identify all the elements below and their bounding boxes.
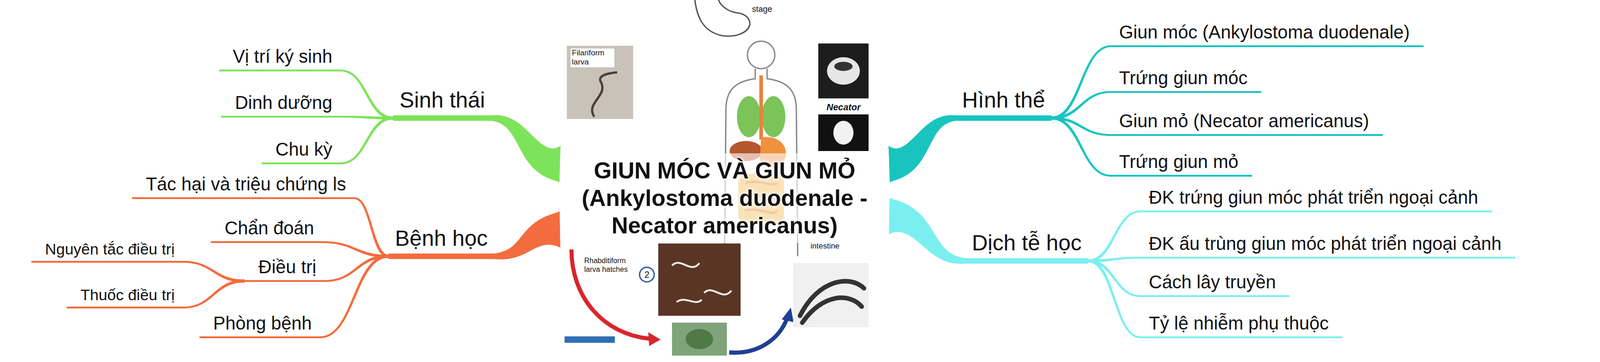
step-circle bbox=[639, 266, 655, 282]
sub-branch bbox=[1088, 259, 1343, 339]
main-branch bbox=[888, 197, 1088, 264]
figure-label: Filariform larva bbox=[570, 48, 615, 68]
topic-text: Tác hại và triệu chứng ls bbox=[145, 172, 347, 195]
topic-text: Chu kỳ bbox=[275, 138, 333, 160]
larva-photo bbox=[566, 45, 634, 119]
cycle-arrowhead-blue bbox=[781, 307, 794, 322]
sub-branch bbox=[1088, 256, 1516, 263]
branch-topic: Bệnh học bbox=[388, 224, 495, 256]
sub-branch bbox=[244, 254, 389, 283]
main-branch bbox=[388, 211, 561, 260]
subtopic: ĐK ấu trùng giun móc phát triển ngoại cả… bbox=[1140, 231, 1516, 258]
subtopic: Thuốc điều trị bbox=[66, 284, 183, 308]
cycle-arrow-blue bbox=[729, 317, 788, 352]
subtopic: Cách lây truyền bbox=[1140, 269, 1290, 296]
sub-branch bbox=[66, 279, 245, 309]
figure-label: stage bbox=[752, 4, 773, 15]
topic-text: Vị trí ký sinh bbox=[232, 45, 333, 68]
lung bbox=[736, 96, 761, 138]
topic-text: Dinh dưỡng bbox=[234, 91, 333, 114]
topic-text: Sinh thái bbox=[399, 86, 486, 114]
topic-text: Thuốc điều trị bbox=[80, 285, 175, 304]
branch-topic: Dịch tễ học bbox=[965, 229, 1088, 261]
figure-label: intestine bbox=[809, 241, 841, 251]
figure-label: Rhabditiform larva hatches bbox=[584, 256, 637, 274]
topic-text: Phòng bệnh bbox=[213, 311, 312, 334]
worm-photo bbox=[793, 262, 869, 327]
topic-text: Trứng giun móc bbox=[1119, 66, 1248, 89]
subtopic: ĐK trứng giun móc phát triển ngoại cảnh bbox=[1140, 185, 1493, 212]
topic-text: Trứng giun mỏ bbox=[1119, 150, 1239, 173]
scale-bar bbox=[564, 336, 615, 343]
subtopic: Phòng bệnh bbox=[199, 310, 320, 337]
adult-worms bbox=[800, 280, 864, 323]
larva-worm bbox=[592, 72, 618, 117]
figure-label: Necator bbox=[826, 101, 861, 113]
necator-mouth bbox=[833, 120, 854, 145]
branch-topic: Hình thể bbox=[955, 86, 1052, 118]
topic-text: Điều trị bbox=[258, 255, 317, 278]
subtopic: Trứng giun mỏ bbox=[1110, 149, 1253, 176]
subtopic: Tác hại và triệu chứng ls bbox=[132, 171, 355, 198]
topic-text: Bệnh học bbox=[394, 224, 488, 252]
central-topic: GIUN MÓC VÀ GIUN MỎ (Ankylostoma duodena… bbox=[560, 153, 890, 243]
main-branch bbox=[888, 115, 1052, 183]
foot-outline bbox=[694, 0, 750, 37]
mouth-capsule bbox=[826, 57, 860, 85]
subtopic: Dinh dưỡng bbox=[221, 90, 341, 117]
sub-branch bbox=[31, 260, 246, 283]
topic-text: Giun móc (Ankylostoma duodenale) bbox=[1119, 21, 1410, 43]
sub-branch bbox=[210, 240, 389, 258]
cycle-arrowhead-red bbox=[648, 331, 661, 346]
topic-text: Hình thể bbox=[962, 86, 1046, 114]
subtopic: Tỷ lệ nhiễm phụ thuộc bbox=[1140, 310, 1343, 337]
sub-branch bbox=[218, 69, 394, 120]
topic-text: ĐK trứng giun móc phát triển ngoại cảnh bbox=[1148, 186, 1479, 208]
sub-branch bbox=[261, 116, 394, 165]
egg-hatch-photo bbox=[658, 243, 741, 316]
topic-text: Tỷ lệ nhiễm phụ thuộc bbox=[1148, 311, 1329, 334]
egg-photo bbox=[672, 322, 727, 356]
sub-branch bbox=[221, 115, 394, 120]
subtopic: Giun mỏ (Necator americanus) bbox=[1110, 108, 1383, 135]
figure-label: 2 bbox=[639, 268, 655, 280]
topic-text: Chẩn đoán bbox=[224, 216, 315, 239]
subtopic: Điều trị bbox=[244, 254, 325, 281]
topic-text: ĐK ấu trùng giun móc phát triển ngoại cả… bbox=[1148, 232, 1502, 255]
branch-topic: Sinh thái bbox=[393, 86, 492, 118]
necator-photo bbox=[818, 114, 869, 151]
mouth-photo bbox=[818, 43, 869, 99]
sub-branch bbox=[1051, 45, 1424, 120]
esophagus bbox=[759, 75, 763, 140]
subtopic: Vị trí ký sinh bbox=[218, 44, 341, 71]
topic-text: GIUN MÓC VÀ GIUN MỎ (Ankylostoma duodena… bbox=[564, 156, 885, 240]
lung bbox=[761, 96, 786, 138]
larvae bbox=[672, 262, 732, 302]
sub-branch bbox=[199, 254, 389, 339]
subtopic: Chẩn đoán bbox=[210, 215, 323, 242]
subtopic: Chu kỳ bbox=[261, 137, 342, 164]
main-branch bbox=[393, 115, 561, 183]
subtopic: Giun móc (Ankylostoma duodenale) bbox=[1110, 20, 1424, 47]
body-head bbox=[747, 41, 775, 69]
topic-text: Dịch tễ học bbox=[971, 229, 1082, 256]
egg bbox=[685, 328, 714, 349]
topic-text: Cách lây truyền bbox=[1148, 270, 1276, 293]
topic-text: Nguyên tắc điều trị bbox=[45, 239, 176, 259]
sub-branch bbox=[1088, 259, 1290, 298]
cycle-arrow-red bbox=[571, 249, 650, 339]
subtopic: Nguyên tắc điều trị bbox=[31, 238, 184, 262]
mouth-teeth bbox=[834, 61, 853, 71]
topic-text: Giun mỏ (Necator americanus) bbox=[1119, 109, 1370, 132]
subtopic: Trứng giun móc bbox=[1110, 65, 1262, 92]
